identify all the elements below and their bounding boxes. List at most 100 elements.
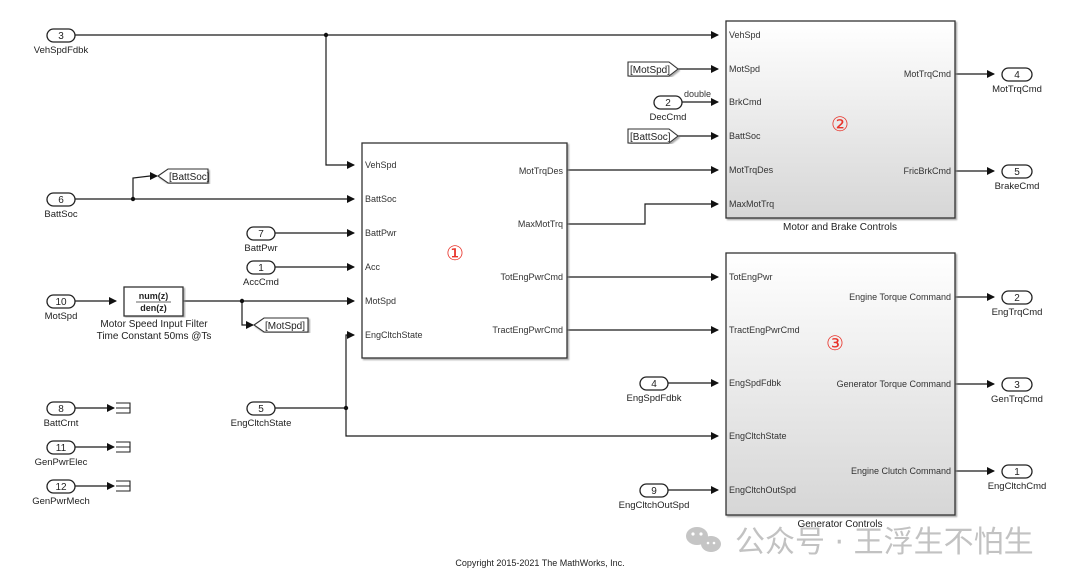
port-number: 12 [55, 482, 67, 493]
port-label: GenPwrMech [32, 496, 90, 507]
discrete-filter-block[interactable]: num(z) den(z) Motor Speed Input Filter T… [97, 286, 212, 342]
input-port-label: MotSpd [365, 296, 396, 306]
inport-deccmd[interactable]: 2 DecCmd double [650, 89, 712, 123]
inport-battcrnt[interactable]: 8 BattCrnt [44, 401, 79, 429]
input-port-label: MotTrqDes [729, 165, 774, 175]
port-number: 9 [651, 486, 657, 497]
goto-battsoc[interactable]: [BattSoc] [157, 168, 210, 184]
branch-point [239, 298, 245, 304]
inport-vehspdfdbk[interactable]: 3 VehSpdFdbk [34, 28, 89, 56]
signal-type-label: double [684, 89, 711, 99]
input-port-label: Acc [365, 262, 381, 272]
port-label: GenTrqCmd [991, 394, 1043, 405]
port-label: EngCltchOutSpd [619, 500, 690, 511]
port-number: 5 [258, 404, 264, 415]
port-label: VehSpdFdbk [34, 45, 89, 56]
port-number: 1 [258, 263, 264, 274]
port-number: 3 [58, 31, 64, 42]
wire-vehspdfdbk-block1[interactable] [325, 35, 355, 169]
wire-engcltchstate-block1[interactable] [345, 331, 355, 408]
input-port-label: TractEngPwrCmd [729, 325, 800, 335]
annotation-marker-3: ③ [826, 331, 844, 355]
output-port-label: MotTrqCmd [904, 69, 951, 79]
input-port-label: BattSoc [365, 194, 397, 204]
inport-battsoc[interactable]: 6 BattSoc [44, 192, 78, 220]
inport-motspd[interactable]: 10 MotSpd [45, 294, 78, 322]
input-port-label: BattSoc [729, 131, 761, 141]
port-label: BattSoc [44, 209, 78, 220]
goto-tag-label: [MotSpd] [265, 321, 305, 332]
inport-engcltchstate[interactable]: 5 EngCltchState [231, 401, 292, 429]
output-port-label: MotTrqDes [519, 166, 564, 176]
wire-maxmottrq[interactable] [567, 200, 719, 225]
inport-genpwrelec[interactable]: 11 GenPwrElec [35, 440, 88, 468]
inport-acccmd[interactable]: 1 AccCmd [243, 260, 279, 288]
wire-filter-goto[interactable] [241, 301, 254, 329]
branch-point [323, 32, 329, 38]
port-number: 2 [665, 98, 671, 109]
from-tag-label: [BattSoc] [630, 132, 671, 143]
port-label: EngCltchState [231, 418, 292, 429]
output-port-label: Generator Torque Command [837, 379, 951, 389]
output-port-label: FricBrkCmd [904, 166, 952, 176]
goto-motspd[interactable]: [MotSpd] [253, 317, 309, 333]
terminator[interactable] [116, 480, 131, 492]
outport-mottrqcmd[interactable]: 4 MotTrqCmd [992, 67, 1042, 95]
from-battsoc[interactable]: [BattSoc] [627, 128, 679, 144]
terminator[interactable] [116, 402, 131, 414]
subsystem-block-1[interactable]: VehSpd BattSoc BattPwr Acc MotSpd EngClt… [361, 142, 568, 359]
port-number: 3 [1014, 380, 1020, 391]
from-motspd[interactable]: [MotSpd] [627, 61, 679, 77]
watermark-text: 公众号 · 王浮生不怕生 [735, 525, 1034, 560]
wires [75, 31, 995, 494]
port-number: 1 [1014, 467, 1020, 478]
generator-controls-block[interactable]: TotEngPwr TractEngPwrCmd EngSpdFdbk EngC… [725, 252, 956, 530]
filter-numerator: num(z) [139, 291, 169, 301]
port-label: DecCmd [650, 112, 687, 123]
watermark: 公众号 · 王浮生不怕生 [686, 525, 1034, 560]
wire-engcltchstate-block3[interactable] [345, 408, 719, 440]
port-label: AccCmd [243, 277, 279, 288]
input-port-label: EngCltchState [729, 431, 787, 441]
input-port-label: TotEngPwr [729, 272, 773, 282]
wire-battsoc-goto[interactable] [132, 172, 158, 199]
copyright-text: Copyright 2015-2021 The MathWorks, Inc. [455, 558, 624, 568]
port-number: 7 [258, 229, 264, 240]
output-port-label: Engine Torque Command [849, 292, 951, 302]
motor-and-brake-controls-block[interactable]: VehSpd MotSpd BrkCmd BattSoc MotTrqDes M… [725, 20, 956, 233]
block-title: Generator Controls [797, 519, 882, 530]
port-number: 5 [1014, 167, 1020, 178]
branch-point [130, 196, 136, 202]
terminator[interactable] [116, 441, 131, 453]
port-label: BattPwr [244, 243, 277, 254]
outport-brakecmd[interactable]: 5 BrakeCmd [995, 164, 1040, 192]
wechat-icon [686, 527, 721, 552]
filter-denominator: den(z) [140, 303, 167, 313]
outport-gentrqcmd[interactable]: 3 GenTrqCmd [991, 377, 1043, 405]
outport-engcltchcmd[interactable]: 1 EngCltchCmd [988, 464, 1047, 492]
port-number: 11 [56, 443, 67, 454]
port-label: BattCrnt [44, 418, 79, 429]
inport-engspdfdbk[interactable]: 4 EngSpdFdbk [627, 376, 682, 404]
annotation-marker-2: ② [831, 112, 849, 136]
input-port-label: BrkCmd [729, 97, 762, 107]
port-number: 10 [55, 297, 67, 308]
port-number: 8 [58, 404, 64, 415]
port-number: 4 [1014, 70, 1020, 81]
inport-battpwr[interactable]: 7 BattPwr [244, 226, 278, 254]
outport-engtrqcmd[interactable]: 2 EngTrqCmd [992, 290, 1043, 318]
input-port-label: MotSpd [729, 64, 760, 74]
input-port-label: EngCltchState [365, 330, 423, 340]
inport-genpwrmech[interactable]: 12 GenPwrMech [32, 479, 90, 507]
port-number: 2 [1014, 293, 1020, 304]
input-port-label: VehSpd [729, 30, 761, 40]
port-label: MotTrqCmd [992, 84, 1042, 95]
port-label: EngTrqCmd [992, 307, 1043, 318]
inport-engcltchoutspd[interactable]: 9 EngCltchOutSpd [619, 483, 690, 511]
from-tag-label: [MotSpd] [630, 65, 670, 76]
input-port-label: MaxMotTrq [729, 199, 774, 209]
port-label: BrakeCmd [995, 181, 1040, 192]
input-port-label: VehSpd [365, 160, 397, 170]
block-title: Motor and Brake Controls [783, 222, 897, 233]
